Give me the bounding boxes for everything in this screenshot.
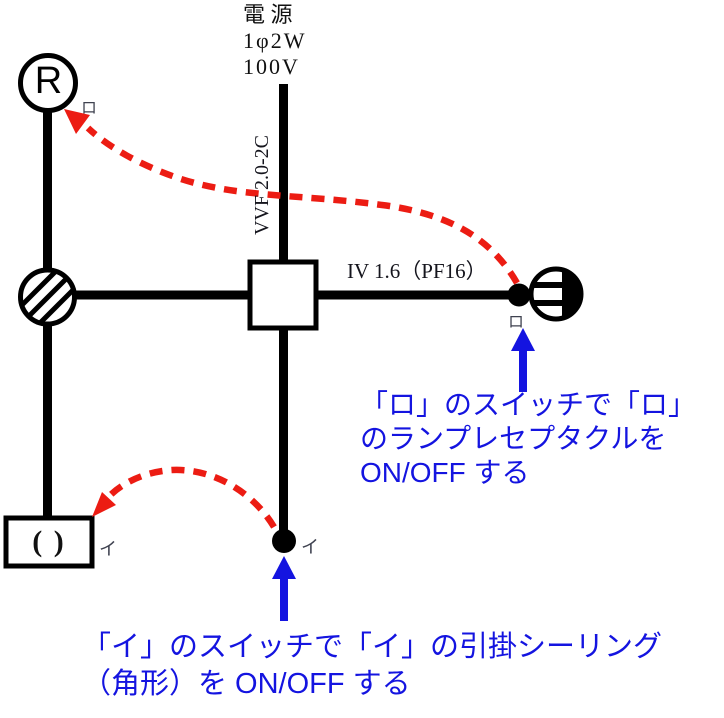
blue-arrow-ro	[511, 328, 535, 392]
lamp-receptacle-tag: ロ	[81, 100, 98, 117]
hook-ceiling-symbol	[3, 515, 95, 569]
hook-ceiling-glyph: ( )	[32, 525, 66, 558]
annotation-ro-line3: ON/OFF する	[360, 457, 530, 488]
annotation-ro-line2: のランプレセプタクルを	[360, 423, 667, 454]
iv-conduit-label: IV 1.6（PF16）	[347, 259, 487, 283]
blue-arrow-i	[272, 556, 296, 621]
power-phase-label: 1φ2W	[243, 28, 307, 53]
annotation-switch-i: 「イ」のスイッチで「イ」の引掛シーリング （角形）を ON/OFF する	[82, 629, 662, 703]
annotation-switch-ro: 「ロ」のスイッチで「ロ」 のランプレセプタクルを ON/OFF する	[360, 388, 696, 490]
switch-ro-symbol	[507, 283, 531, 307]
power-voltage-label: 100V	[243, 54, 300, 79]
vvf-cable-label: VVF 2.0-2C	[251, 135, 273, 236]
outlet-box-symbol	[247, 259, 319, 331]
power-source-label: 電 源 1φ2W 100V	[243, 2, 333, 80]
annotation-ro-line1: 「ロ」のスイッチで「ロ」	[360, 389, 697, 420]
annotation-i-line1: 「イ」のスイッチで「イ」の引掛シーリング	[82, 631, 663, 663]
switch-i-symbol	[272, 529, 296, 553]
red-arrow-ro	[64, 109, 520, 285]
switch-i-tag: イ	[301, 537, 319, 557]
switch-ro-tag: ロ	[508, 314, 525, 331]
outlet-symbol	[528, 266, 584, 322]
hook-ceiling-tag: イ	[99, 539, 117, 559]
annotation-i-line2: （角形）を ON/OFF する	[82, 668, 411, 700]
lamp-receptacle-letter: R	[34, 60, 63, 102]
red-arrow-i	[92, 466, 277, 529]
lamp-receptacle-symbol	[18, 53, 78, 113]
power-source-title: 電 源	[243, 2, 293, 27]
